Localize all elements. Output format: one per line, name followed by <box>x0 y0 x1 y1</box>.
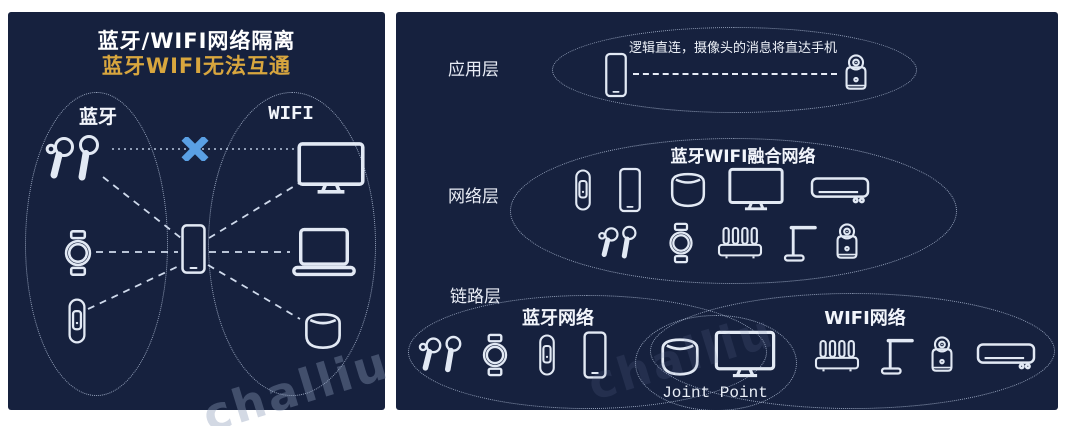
fusion-network-layers-panel: 应用层 网络层 链路层 逻辑直连，摄像头的消息将直达手机 蓝牙WIFI融合网络 … <box>396 12 1058 410</box>
monitor-icon <box>297 138 365 200</box>
fusion-devices-row2 <box>591 217 873 269</box>
wifi-zone-ellipse <box>208 92 376 396</box>
ac-icon <box>975 342 1037 370</box>
app-layer-label: 应用层 <box>448 60 499 80</box>
wifi-zone-label: WIFI <box>268 103 314 125</box>
ac-icon <box>809 176 871 204</box>
app-layer-note: 逻辑直连，摄像头的消息将直达手机 <box>628 41 837 56</box>
link-layer-label: 链路层 <box>450 287 501 307</box>
blocked-x-icon <box>181 137 209 161</box>
joint-point-devices <box>648 328 780 384</box>
network-layer-ellipse <box>510 138 957 284</box>
lamp-icon <box>780 222 820 264</box>
band-icon <box>574 169 592 211</box>
joint-point-ellipse <box>635 315 797 410</box>
router-icon <box>716 225 764 261</box>
bluetooth-zone-label: 蓝牙 <box>78 106 117 128</box>
watch-icon <box>478 333 512 377</box>
left-panel-title: 蓝牙/WIFI网络隔离 <box>97 29 296 53</box>
camera-icon <box>842 53 870 95</box>
phone-icon <box>180 223 207 275</box>
bluetooth-wifi-isolation-panel: 蓝牙/WIFI网络隔离 蓝牙WIFI无法互通 蓝牙 WIFI <box>8 12 385 410</box>
network-layer-label: 网络层 <box>448 187 499 207</box>
app-direct-link-line <box>633 73 837 75</box>
earbuds-icon <box>417 335 469 375</box>
speaker-icon <box>668 171 708 209</box>
earbuds-icon <box>597 225 643 261</box>
bluetooth-network-title: 蓝牙网络 <box>522 308 594 329</box>
watch-icon <box>666 222 696 264</box>
speaker-icon <box>658 337 702 377</box>
app-layer-ellipse <box>552 27 917 113</box>
bluetooth-zone-ellipse <box>25 92 168 396</box>
lamp-icon <box>877 335 917 377</box>
monitor-icon <box>714 330 776 380</box>
wifi-network-title: WIFI网络 <box>824 308 906 329</box>
wifi-devices <box>8 12 385 410</box>
joint-point-label: Joint Point <box>662 384 768 402</box>
connection-lines <box>87 148 302 320</box>
speaker-icon <box>302 311 344 351</box>
laptop-icon <box>291 227 357 277</box>
fusion-network-title: 蓝牙WIFI融合网络 <box>670 147 816 167</box>
camera-icon <box>928 335 956 377</box>
wifi-network-devices <box>804 330 1044 382</box>
left-panel-subtitle: 蓝牙WIFI无法互通 <box>101 54 292 78</box>
router-icon <box>813 338 861 374</box>
fusion-devices-row1 <box>561 162 873 222</box>
phone-icon <box>604 52 628 98</box>
phone-icon <box>582 331 608 379</box>
bluetooth-network-devices <box>414 330 626 382</box>
monitor-icon <box>728 167 784 213</box>
band-icon <box>538 333 556 377</box>
phone-icon <box>618 167 642 213</box>
camera-icon <box>833 222 861 264</box>
